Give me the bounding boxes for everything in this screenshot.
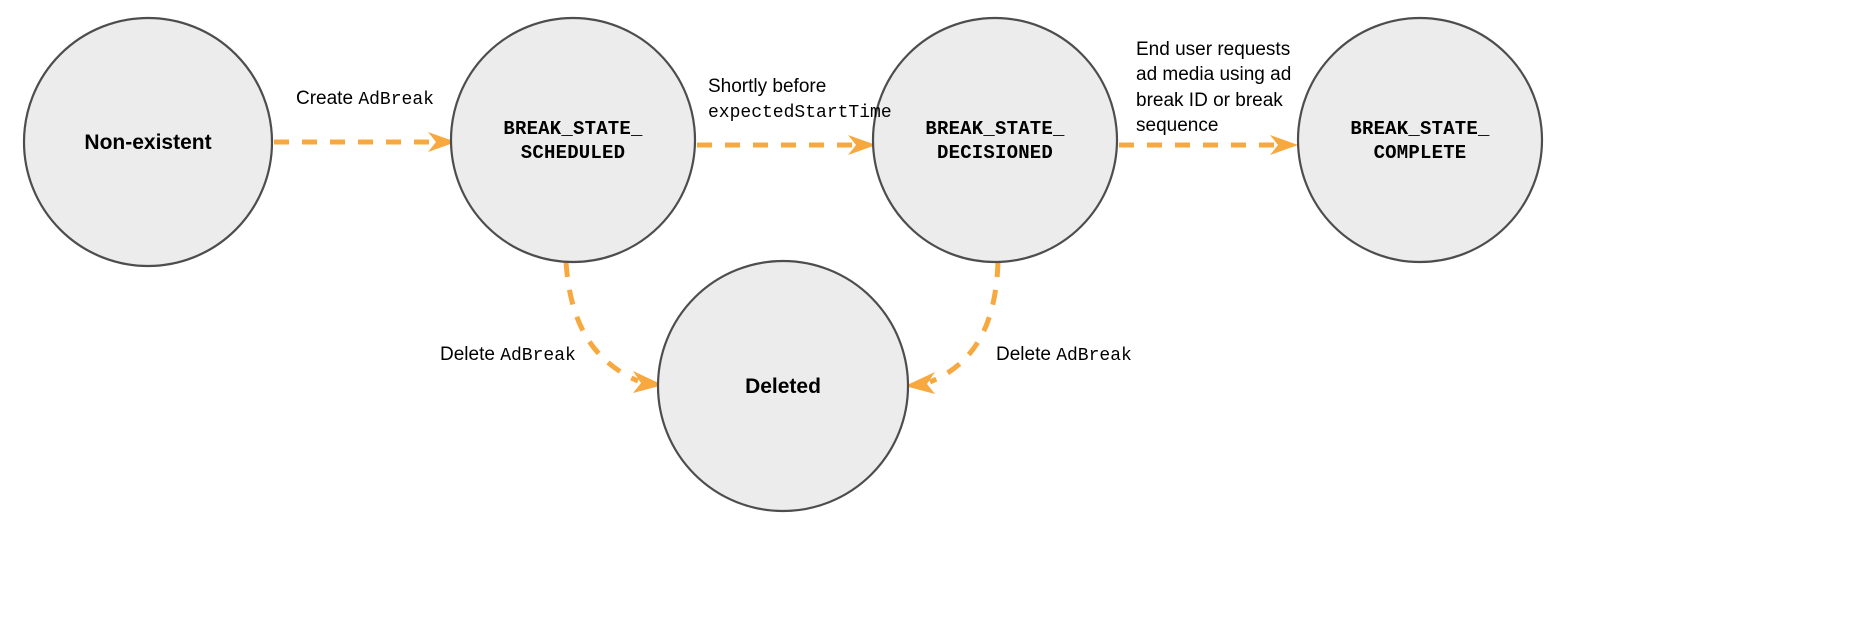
node-break-state-complete[interactable] (1296, 16, 1544, 264)
edge-delete-from-decisioned-arrowhead (905, 372, 935, 394)
edge-delete-from-scheduled-group (563, 261, 663, 393)
edge-delete-from-decisioned-group (905, 261, 1001, 394)
edge-shortly-before-line-group (697, 135, 876, 155)
edge-end-user-requests-arrowhead (1270, 135, 1298, 155)
node-non-existent[interactable] (22, 16, 274, 268)
node-deleted[interactable] (656, 259, 910, 513)
node-break-state-scheduled[interactable] (449, 16, 697, 264)
edge-delete-from-decisioned-line (929, 261, 1001, 385)
edge-delete-from-scheduled-arrowhead (633, 371, 663, 393)
node-break-state-decisioned[interactable] (871, 16, 1119, 264)
edge-create-adbreak (274, 132, 456, 152)
edge-end-user-requests-line-group (1119, 135, 1298, 155)
edge-create-adbreak-arrowhead (428, 132, 456, 152)
edge-delete-from-scheduled-line (563, 261, 640, 384)
edge-shortly-before-arrowhead (848, 135, 876, 155)
